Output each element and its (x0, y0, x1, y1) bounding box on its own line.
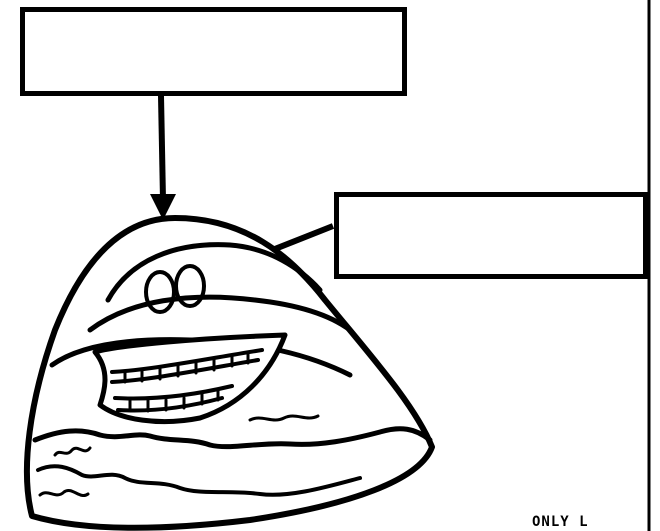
arrow-top (150, 95, 176, 220)
cartoon-head-illustration (23, 215, 435, 531)
label-box-top[interactable] (20, 7, 407, 96)
corner-text: ONLY L (532, 514, 589, 530)
label-box-right[interactable] (334, 192, 648, 279)
